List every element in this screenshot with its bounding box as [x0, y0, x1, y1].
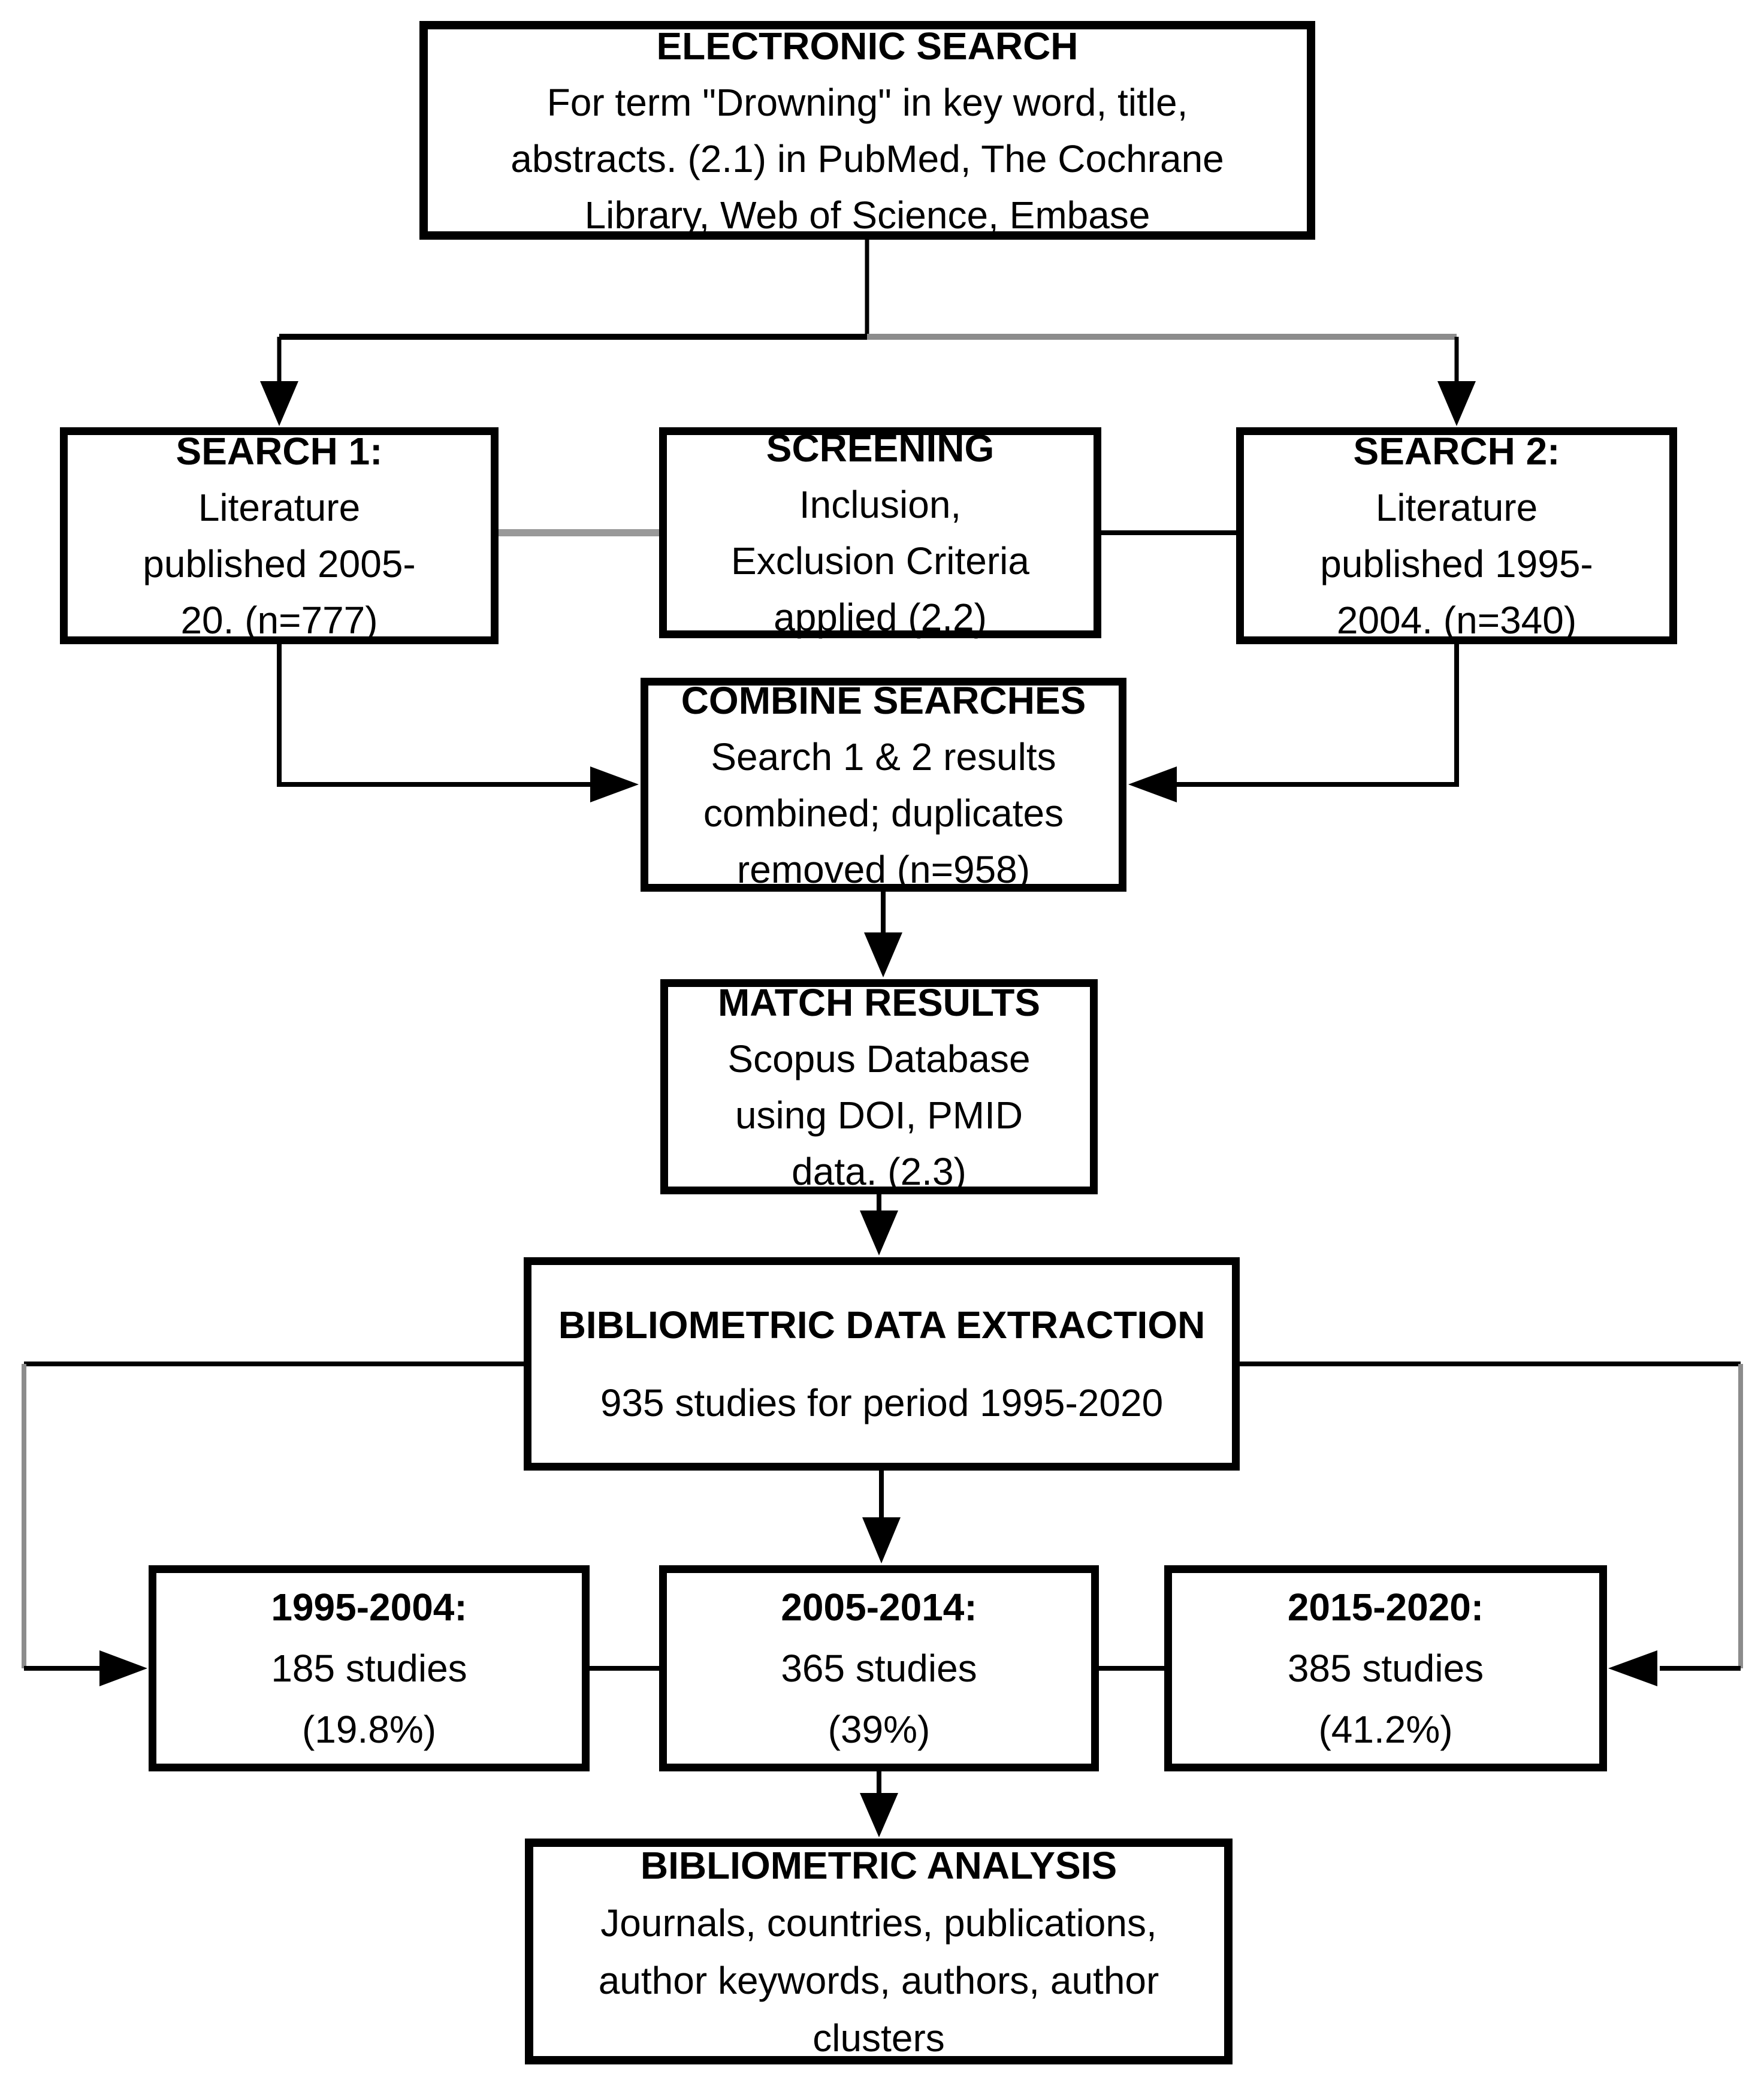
bibliometric-data-extraction-body: 935 studies for period 1995-2020 — [600, 1381, 1164, 1424]
electronic-search-body: For term "Drowning" in key word, title, … — [511, 80, 1224, 237]
arrowhead-into-period-2015 — [1608, 1650, 1657, 1686]
bibliometric-analysis-title: BIBLIOMETRIC ANALYSIS — [640, 1843, 1117, 1887]
period-2005-2014-box: 2005-2014: 365 studies (39%) — [659, 1565, 1099, 1771]
search-1-title: SEARCH 1: — [176, 430, 383, 473]
match-results-box: MATCH RESULTS Scopus Database using DOI,… — [660, 979, 1098, 1194]
search-2-title: SEARCH 2: — [1353, 430, 1560, 473]
period-1995-2004-body: 185 studies (19.8%) — [271, 1647, 467, 1751]
bibliometric-data-extraction-title: BIBLIOMETRIC DATA EXTRACTION — [558, 1303, 1206, 1347]
period-2015-2020-title: 2015-2020: — [1287, 1586, 1484, 1629]
period-2015-2020-body: 385 studies (41.2%) — [1287, 1647, 1484, 1751]
screening-body: Inclusion, Exclusion Criteria applied (2… — [731, 483, 1029, 639]
arrowhead-into-extraction — [860, 1210, 898, 1255]
combine-searches-box: COMBINE SEARCHES Search 1 & 2 results co… — [641, 678, 1126, 892]
match-results-title: MATCH RESULTS — [717, 980, 1041, 1024]
combine-searches-body: Search 1 & 2 results combined; duplicate… — [703, 735, 1064, 891]
arrowhead-into-period-2005 — [862, 1517, 901, 1563]
period-2005-2014-title: 2005-2014: — [781, 1586, 977, 1629]
period-1995-2004-title: 1995-2004: — [271, 1586, 467, 1629]
arrowhead-into-combine-left — [590, 766, 639, 802]
arrowhead-into-period-1995 — [99, 1650, 147, 1686]
search-1-body: Literature published 2005- 20. (n=777) — [143, 486, 416, 642]
screening-title: SCREENING — [766, 427, 995, 470]
arrowhead-into-analysis — [860, 1793, 898, 1837]
arrowhead-into-combine-right — [1128, 766, 1177, 802]
arrowhead-into-search1 — [260, 381, 298, 426]
electronic-search-title: ELECTRONIC SEARCH — [656, 24, 1079, 68]
period-2015-2020-box: 2015-2020: 385 studies (41.2%) — [1164, 1565, 1607, 1771]
connector-search1-combine — [277, 644, 593, 787]
electronic-search-box: ELECTRONIC SEARCH For term "Drowning" in… — [419, 21, 1315, 240]
combine-searches-title: COMBINE SEARCHES — [681, 678, 1086, 722]
search-2-body: Literature published 1995- 2004. (n=340) — [1320, 486, 1593, 642]
arrowhead-into-search2 — [1437, 381, 1476, 426]
search-1-box: SEARCH 1: Literature published 2005- 20.… — [60, 427, 499, 644]
match-results-body: Scopus Database using DOI, PMID data. (2… — [727, 1037, 1031, 1193]
bibliometric-analysis-box: BIBLIOMETRIC ANALYSIS Journals, countrie… — [525, 1839, 1233, 2064]
bibliometric-data-extraction-box: BIBLIOMETRIC DATA EXTRACTION 935 studies… — [524, 1257, 1240, 1471]
period-2005-2014-body: 365 studies (39%) — [781, 1647, 977, 1751]
arrowhead-into-match — [864, 932, 902, 977]
search-2-box: SEARCH 2: Literature published 1995- 200… — [1236, 427, 1677, 644]
screening-box: SCREENING Inclusion, Exclusion Criteria … — [659, 427, 1101, 639]
connector-search2-combine — [1174, 644, 1459, 787]
bibliometric-analysis-body: Journals, countries, publications, autho… — [598, 1901, 1159, 2060]
period-1995-2004-box: 1995-2004: 185 studies (19.8%) — [149, 1565, 590, 1771]
